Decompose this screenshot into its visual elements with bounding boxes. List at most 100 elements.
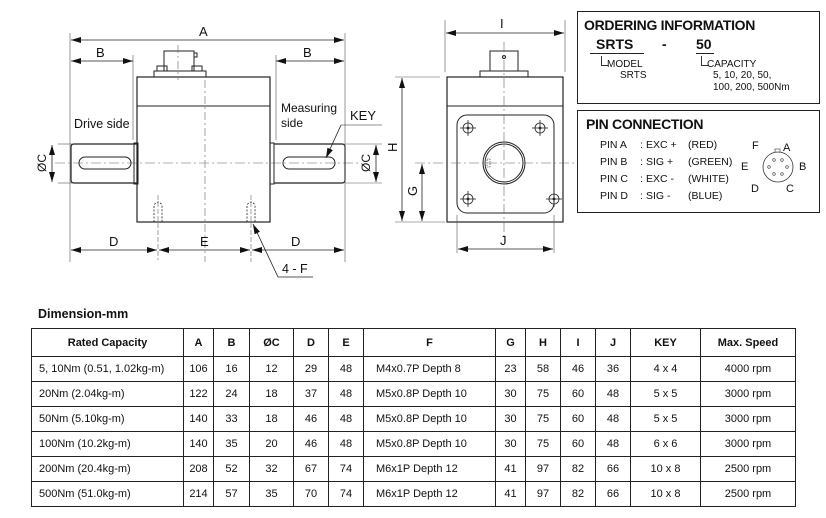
pin-color: (BLUE): [688, 190, 723, 202]
pin-name: PIN B: [600, 156, 628, 168]
column-header: Rated Capacity: [31, 328, 184, 357]
table-cell: 50Nm (5.10kg-m): [31, 406, 184, 432]
dim-label-d-left: D: [109, 234, 118, 249]
table-cell: 3000 rpm: [700, 406, 796, 432]
drive-side-label: Drive side: [74, 117, 130, 131]
table-cell: 33: [213, 406, 250, 432]
technical-drawing: A B B D E D 4 - F KEY Drive side Measuri…: [35, 16, 575, 278]
column-header: G: [495, 328, 526, 357]
pin-signal: EXC -: [646, 173, 675, 185]
leader-f: [252, 223, 313, 278]
table-cell: 97: [525, 456, 561, 482]
table-cell: 60: [560, 406, 596, 432]
table-cell: 46: [293, 406, 329, 432]
column-header: B: [213, 328, 250, 357]
dim-label-j: J: [500, 233, 507, 248]
front-body: [446, 76, 564, 223]
table-cell: 48: [595, 381, 631, 407]
front-view: [395, 20, 575, 253]
connector: [153, 50, 207, 78]
table-cell: 5 x 5: [630, 406, 701, 432]
pin-color: (RED): [688, 139, 718, 151]
dim-label-b-right: B: [303, 45, 312, 60]
table-cell: 32: [249, 456, 294, 482]
capacity-values-2: 100, 200, 500Nm: [713, 82, 790, 93]
table-cell: 35: [213, 431, 250, 457]
table-cell: 66: [595, 456, 631, 482]
table-cell: 2500 rpm: [700, 481, 796, 507]
model-underline: [590, 53, 644, 54]
model-value: SRTS: [620, 70, 647, 81]
table-cell: 66: [595, 481, 631, 507]
dimension-table-title: Dimension-mm: [38, 307, 129, 321]
table-cell: 41: [495, 456, 526, 482]
table-cell: 82: [560, 481, 596, 507]
dim-label-b-left: B: [96, 45, 105, 60]
connector-label-d: D: [751, 183, 759, 195]
table-cell: 58: [525, 356, 561, 382]
column-header: I: [560, 328, 596, 357]
pin-signal: SIG +: [646, 156, 674, 168]
table-cell: 46: [560, 356, 596, 382]
table-cell: 29: [293, 356, 329, 382]
sensor-body: [136, 76, 271, 223]
connector-label-c: C: [786, 183, 794, 195]
model-code: SRTS: [596, 36, 634, 52]
column-header: J: [595, 328, 631, 357]
table-cell: 52: [213, 456, 250, 482]
table-cell: 122: [183, 381, 214, 407]
table-cell: 16: [213, 356, 250, 382]
table-cell: 6 x 6: [630, 431, 701, 457]
dim-label-e: E: [200, 234, 209, 249]
column-header: KEY: [630, 328, 701, 357]
capacity-code: 50: [696, 36, 712, 52]
table-cell: 10 x 8: [630, 481, 701, 507]
table-cell: 75: [525, 431, 561, 457]
dim-label-f: 4 - F: [282, 262, 308, 276]
table-cell: 24: [213, 381, 250, 407]
table-cell: 74: [328, 456, 364, 482]
table-cell: 4000 rpm: [700, 356, 796, 382]
table-cell: 200Nm (20.4kg-m): [31, 456, 184, 482]
table-cell: M5x0.8P Depth 10: [363, 381, 496, 407]
table-cell: 18: [249, 406, 294, 432]
table-cell: 3000 rpm: [700, 431, 796, 457]
ordering-title: ORDERING INFORMATION: [584, 17, 756, 33]
table-cell: 20: [249, 431, 294, 457]
table-cell: 57: [213, 481, 250, 507]
measuring-side-label-2: side: [281, 116, 303, 130]
table-cell: 214: [183, 481, 214, 507]
table-cell: 12: [249, 356, 294, 382]
table-cell: M4x0.7P Depth 8: [363, 356, 496, 382]
table-cell: M6x1P Depth 12: [363, 481, 496, 507]
table-cell: 48: [328, 356, 364, 382]
column-header: ØC: [249, 328, 294, 357]
table-cell: 18: [249, 381, 294, 407]
dim-label-h: H: [385, 143, 400, 152]
table-cell: 500Nm (51.0kg-m): [31, 481, 184, 507]
table-cell: 35: [249, 481, 294, 507]
side-view: [49, 33, 382, 278]
table-cell: 30: [495, 431, 526, 457]
pin-name: PIN A: [600, 139, 627, 151]
bolt-holes: [460, 120, 562, 207]
column-header: H: [525, 328, 561, 357]
column-header: D: [293, 328, 329, 357]
capacity-underline: [696, 53, 714, 54]
ordering-information-box: ORDERING INFORMATION SRTS - 50 MODEL SRT…: [577, 11, 820, 104]
pin-row-c: PIN C:EXC -(WHITE): [600, 173, 729, 185]
model-label: MODEL: [607, 59, 643, 70]
table-cell: 140: [183, 431, 214, 457]
pin-name: PIN C: [600, 173, 629, 185]
pin-color: (GREEN): [688, 156, 733, 168]
table-cell: 37: [293, 381, 329, 407]
measuring-shaft: [269, 142, 346, 185]
dim-label-c-left: ØC: [35, 154, 49, 172]
table-cell: 46: [293, 431, 329, 457]
table-cell: 100Nm (10.2kg-m): [31, 431, 184, 457]
column-header: F: [363, 328, 496, 357]
